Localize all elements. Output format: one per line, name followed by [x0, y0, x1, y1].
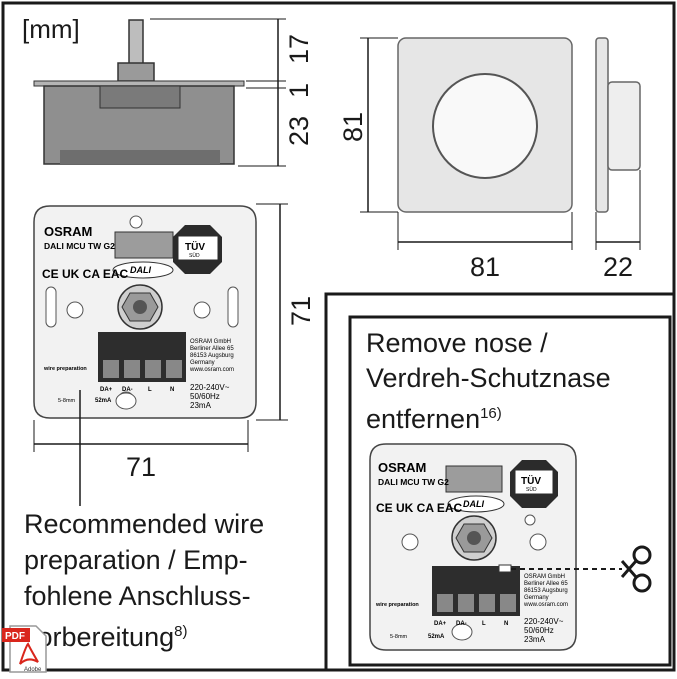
dim-plate-height: 81 — [338, 111, 368, 142]
side-view — [33, 18, 286, 167]
callout-wire-prep: wire preparation — [375, 602, 419, 608]
module-rating-1: 50/60Hz — [190, 392, 220, 401]
callout-company-1: Berliner Allee 65 — [524, 581, 568, 587]
callout-module-view — [369, 443, 622, 651]
module-model: DALI MCU TW G2 — [44, 241, 115, 251]
pdf-badge-graphic: PDF Adobe — [2, 625, 47, 673]
callout-module-model: DALI MCU TW G2 — [378, 477, 449, 487]
callout-company-4: www.osram.com — [523, 602, 568, 608]
module-label-texts: OSRAM DALI MCU TW G2 CE UK CA EAC TÜV SÜ… — [42, 224, 568, 644]
callout-terminal-2: L — [482, 621, 486, 627]
callout-module-cert: CE UK CA EAC — [376, 501, 463, 515]
remove-nose-text: Remove nose / Verdreh-Schutznase entfern… — [366, 326, 611, 437]
module-company-4: www.osram.com — [189, 367, 234, 373]
callout-terminal-0: DA+ — [434, 621, 447, 627]
wire-prep-line-1: preparation / Emp- — [24, 545, 248, 575]
dim-module-width: 71 — [126, 452, 157, 482]
callout-company-2: 86153 Augsburg — [524, 588, 568, 594]
callout-company-0: OSRAM GmbH — [524, 574, 565, 580]
pdf-badge-brand: Adobe — [24, 667, 42, 673]
module-rating-2: 23mA — [190, 401, 212, 410]
module-current: 52mA — [95, 398, 112, 404]
dim-plate-depth: 22 — [603, 252, 634, 282]
wire-prep-line-3: vorbereitung — [24, 622, 175, 652]
dim-plate-width: 81 — [470, 252, 501, 282]
callout-module-brand: OSRAM — [378, 460, 426, 475]
left-panel-border — [3, 292, 674, 672]
wire-prep-line-0: Recommended wire — [24, 509, 265, 539]
pdf-badge-label: PDF — [5, 631, 25, 642]
dim-module-height: 71 — [286, 295, 316, 326]
remove-nose-line-1: Verdreh-Schutznase — [366, 363, 611, 393]
plate-front-view — [360, 37, 573, 250]
scissors-icon — [620, 545, 652, 593]
remove-nose-line-2: entfernen — [366, 404, 481, 434]
module-rating-0: 220-240V~ — [190, 383, 230, 392]
wire-prep-ref: 8) — [174, 623, 188, 640]
remove-nose-line-2-wrap: entfernen16) — [366, 396, 611, 437]
dim-shaft-height: 17 — [284, 33, 314, 64]
module-cert-marks: CE UK CA EAC — [42, 267, 129, 281]
module-company-3: Germany — [190, 360, 215, 366]
callout-box — [348, 315, 672, 667]
callout-module-dali: DALI — [463, 499, 484, 509]
module-company-2: 86153 Augsburg — [190, 353, 234, 359]
callout-module-tuv: TÜV — [521, 474, 541, 487]
module-dali: DALI — [130, 265, 151, 275]
wire-prep-line-3-wrap: vorbereitung8) — [24, 614, 264, 655]
callout-module-tuv-sub: SÜD — [526, 486, 537, 493]
module-terminal-0: DA+ — [100, 387, 113, 393]
callout-rating-0: 220-240V~ — [524, 617, 564, 626]
callout-rating-1: 50/60Hz — [524, 626, 554, 635]
dim-body-depth: 23 — [284, 115, 314, 146]
wire-prep-line-2: fohlene Anschluss- — [24, 581, 251, 611]
module-front-view — [33, 203, 288, 506]
module-tuv: TÜV — [185, 240, 205, 253]
module-brand: OSRAM — [44, 224, 92, 239]
callout-terminal-1: DA- — [456, 621, 467, 627]
remove-nose-line-0: Remove nose / — [366, 328, 548, 358]
module-strip: 5-8mm — [58, 398, 76, 404]
wire-prep-text: Recommended wire preparation / Emp- fohl… — [24, 506, 264, 655]
module-tuv-sub: SÜD — [189, 252, 200, 259]
callout-current: 52mA — [428, 634, 445, 640]
units-label: [mm] — [22, 14, 80, 44]
callout-terminal-3: N — [504, 621, 508, 627]
pdf-file-icon[interactable]: PDF Adobe — [2, 624, 52, 674]
dim-flange-thickness: 1 — [284, 82, 314, 98]
callout-company-3: Germany — [524, 595, 549, 601]
plate-side-view — [595, 37, 641, 250]
module-terminal-3: N — [170, 387, 174, 393]
module-company-0: OSRAM GmbH — [190, 339, 231, 345]
module-wire-prep: wire preparation — [43, 366, 87, 372]
module-terminal-1: DA- — [122, 387, 133, 393]
callout-strip: 5-8mm — [390, 634, 408, 640]
module-terminal-2: L — [148, 387, 152, 393]
callout-rating-2: 23mA — [524, 635, 546, 644]
remove-nose-ref: 16) — [480, 405, 502, 422]
module-company-1: Berliner Allee 65 — [190, 346, 234, 352]
